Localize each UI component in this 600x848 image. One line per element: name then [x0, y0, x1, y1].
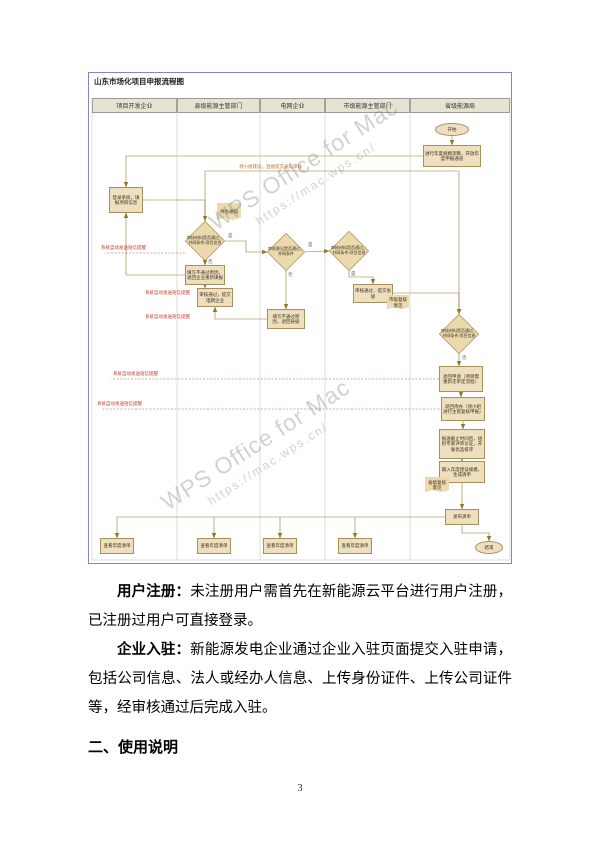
- lane-header-2: 县级能源主管部门: [177, 98, 260, 113]
- node-view-1: 查看年度清单: [100, 538, 134, 554]
- node-view-3: 查看年度清单: [263, 538, 297, 554]
- node-county-reject: 填写不通过原因，退回企业重新填报: [185, 265, 225, 285]
- node-grid-reject: 填写不通过原因，退回县级: [267, 309, 305, 329]
- node-city-opinion: 市级复核意见: [387, 295, 409, 310]
- annotation-1: 领小组建议，直接提交省级审核: [239, 164, 302, 169]
- section-heading: 二、使用说明: [88, 740, 179, 756]
- node-login: 登录系统，填报项目信息: [109, 187, 143, 213]
- lane-headers: 项目开发企业县级能源主管部门电网企业市级能源主管部门省级能源局: [92, 98, 510, 113]
- body-text: 用户注册：未注册用户需首先在新能源云平台进行用户注册，已注册过用户可直接登录。 …: [88, 578, 512, 760]
- node-publish: 发布清单: [445, 509, 479, 525]
- node-county-review: 审核材料是否通过、并网条件/项目信息: [185, 221, 225, 261]
- node-city-pass: 审核通过，提交省级: [353, 284, 393, 303]
- annotation-6: 系统自动发送短信提醒: [97, 401, 142, 406]
- node-prov-return-todo: 退回待办（领小组进行主管复核申报）: [441, 397, 485, 421]
- paragraph-enterprise-join: 企业入驻：新能源发电企业通过企业入驻页面提交入驻申请，包括公司信息、法人或经办人…: [88, 636, 512, 723]
- paragraph-body: 未注册用户需首先在新能源云平台进行用户注册，已注册过用户可直接登录。: [88, 584, 513, 629]
- annotation-4: 系统自动发送短信提醒: [145, 314, 190, 319]
- annotation-11: 是: [351, 271, 356, 276]
- node-city-review: 审核材料是否通过、并网条件/项目信息: [329, 231, 369, 271]
- node-county-pass: 审核通过，提交电网企业: [197, 288, 233, 307]
- node-view-4: 查看年度清单: [338, 538, 372, 554]
- annotation-12: 否: [462, 355, 467, 360]
- node-prov-review: 审核材料是否通过、并网条件/项目信息: [439, 314, 479, 354]
- flowchart-canvas: [91, 98, 511, 561]
- flowchart-title: 山东市场化项目申报流程图: [94, 77, 184, 86]
- lane-header-5: 省级能源局: [410, 98, 510, 113]
- node-prov-opinion: 省级复核意见: [425, 477, 449, 493]
- paragraph-body: 新能源发电企业通过企业入驻页面提交入驻申请，包括公司信息、法人或经办人信息、上传…: [88, 642, 513, 716]
- annotation-7: 否: [208, 259, 213, 264]
- node-prov-generate: 输入年度建设规模，生成清单: [439, 461, 485, 483]
- annotation-2: 系统自动发送短信提醒: [101, 245, 146, 250]
- node-start: 开始: [435, 123, 469, 136]
- lane-header-4: 市级能源主管部门: [325, 98, 410, 113]
- node-prov-evaluate: 报送截止时间后，组织专家评审论证，开展优选排序: [439, 429, 485, 459]
- flowchart-nodes: 开始进行年度规模测算，开放年度申报通道登录系统，填报项目信息待办通知审核材料是否…: [89, 73, 513, 565]
- flowchart: 山东市场化项目申报流程图 项目开发企业县级能源主管部门电网企业市级能源主管部门省…: [88, 72, 512, 564]
- annotation-10: 是: [308, 242, 313, 247]
- lane-header-3: 电网企业: [260, 98, 325, 113]
- page-number: 3: [297, 783, 303, 794]
- node-end: 结束: [475, 541, 503, 554]
- paragraph-user-register: 用户注册：未注册用户需首先在新能源云平台进行用户注册，已注册过用户可直接登录。: [88, 578, 512, 636]
- node-grid-review: 审核意见是否通过、并网条件: [267, 233, 305, 271]
- node-prov-return: 退回申请（项目需重新走审定流程）: [439, 366, 483, 392]
- paragraph-lead: 用户注册：: [117, 584, 191, 600]
- annotation-3: 系统自动发送短信提醒: [145, 290, 190, 295]
- node-announce: 进行年度规模测算，开放年度申报通道: [423, 145, 481, 167]
- annotation-5: 系统自动发送短信提醒: [113, 371, 158, 376]
- paragraph-lead: 企业入驻：: [117, 642, 191, 658]
- node-county-notice: 待办通知: [217, 203, 241, 221]
- annotation-8: 是: [228, 233, 233, 238]
- annotation-9: 否: [288, 272, 293, 277]
- lane-header-1: 项目开发企业: [92, 98, 177, 113]
- node-view-2: 查看年度清单: [197, 538, 231, 554]
